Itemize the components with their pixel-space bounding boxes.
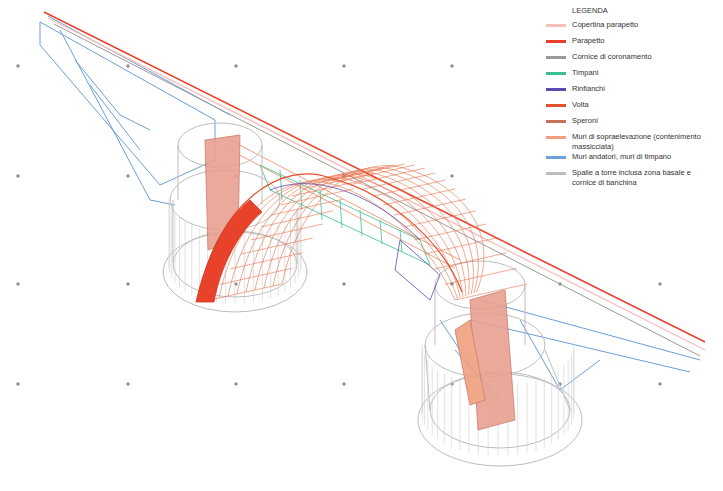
- legend-swatch: [546, 56, 566, 59]
- legend-swatch: [546, 156, 566, 159]
- legend-text: Volta: [572, 100, 714, 110]
- legend-row: Parapetto: [546, 36, 718, 52]
- legend-row: Copertina parapetto: [546, 20, 718, 36]
- legend-swatch: [546, 88, 566, 91]
- legend-text: Muri andatori, muri di timpano: [572, 152, 714, 162]
- legend-row: Cornice di coronamento: [546, 52, 718, 68]
- legend-row: Rinfianchi: [546, 84, 718, 100]
- legend-text: Timpani: [572, 68, 714, 78]
- wing-walls: [40, 16, 700, 400]
- grid-crosses: [16, 64, 662, 386]
- grid-cross: [16, 64, 662, 386]
- legend-text: Spalle a torre inclusa zona basale e cor…: [572, 168, 714, 188]
- legend-text: Cornice di coronamento: [572, 52, 714, 62]
- legend-row: Speroni: [546, 116, 718, 132]
- legend-row: Muri andatori, muri di timpano: [546, 152, 718, 168]
- legend-text: Muri di sopraelevazione (contenimento ma…: [572, 132, 714, 152]
- legend-text: Parapetto: [572, 36, 714, 46]
- legend-swatch: [546, 24, 566, 27]
- legend-swatch: [546, 104, 566, 107]
- legend-text: Speroni: [572, 116, 714, 126]
- legend-swatch: [546, 120, 566, 123]
- legend-text: Copertina parapetto: [572, 20, 714, 30]
- legend: LEGENDA Copertina parapettoParapettoCorni…: [546, 6, 718, 188]
- legend-row: Muri di sopraelevazione (contenimento ma…: [546, 132, 718, 152]
- legend-swatch: [546, 40, 566, 43]
- legend-row: Spalle a torre inclusa zona basale e cor…: [546, 168, 718, 188]
- legend-swatch: [546, 136, 566, 139]
- legend-title: LEGENDA: [572, 6, 718, 15]
- legend-row: Volta: [546, 100, 718, 116]
- left-tower: [163, 123, 307, 312]
- right-tower: [418, 261, 582, 466]
- legend-swatch: [546, 172, 566, 175]
- legend-text: Rinfianchi: [572, 84, 714, 94]
- legend-row: Timpani: [546, 68, 718, 84]
- buttresses: [205, 135, 515, 430]
- arch-vault: [196, 164, 527, 302]
- legend-swatch: [546, 72, 566, 75]
